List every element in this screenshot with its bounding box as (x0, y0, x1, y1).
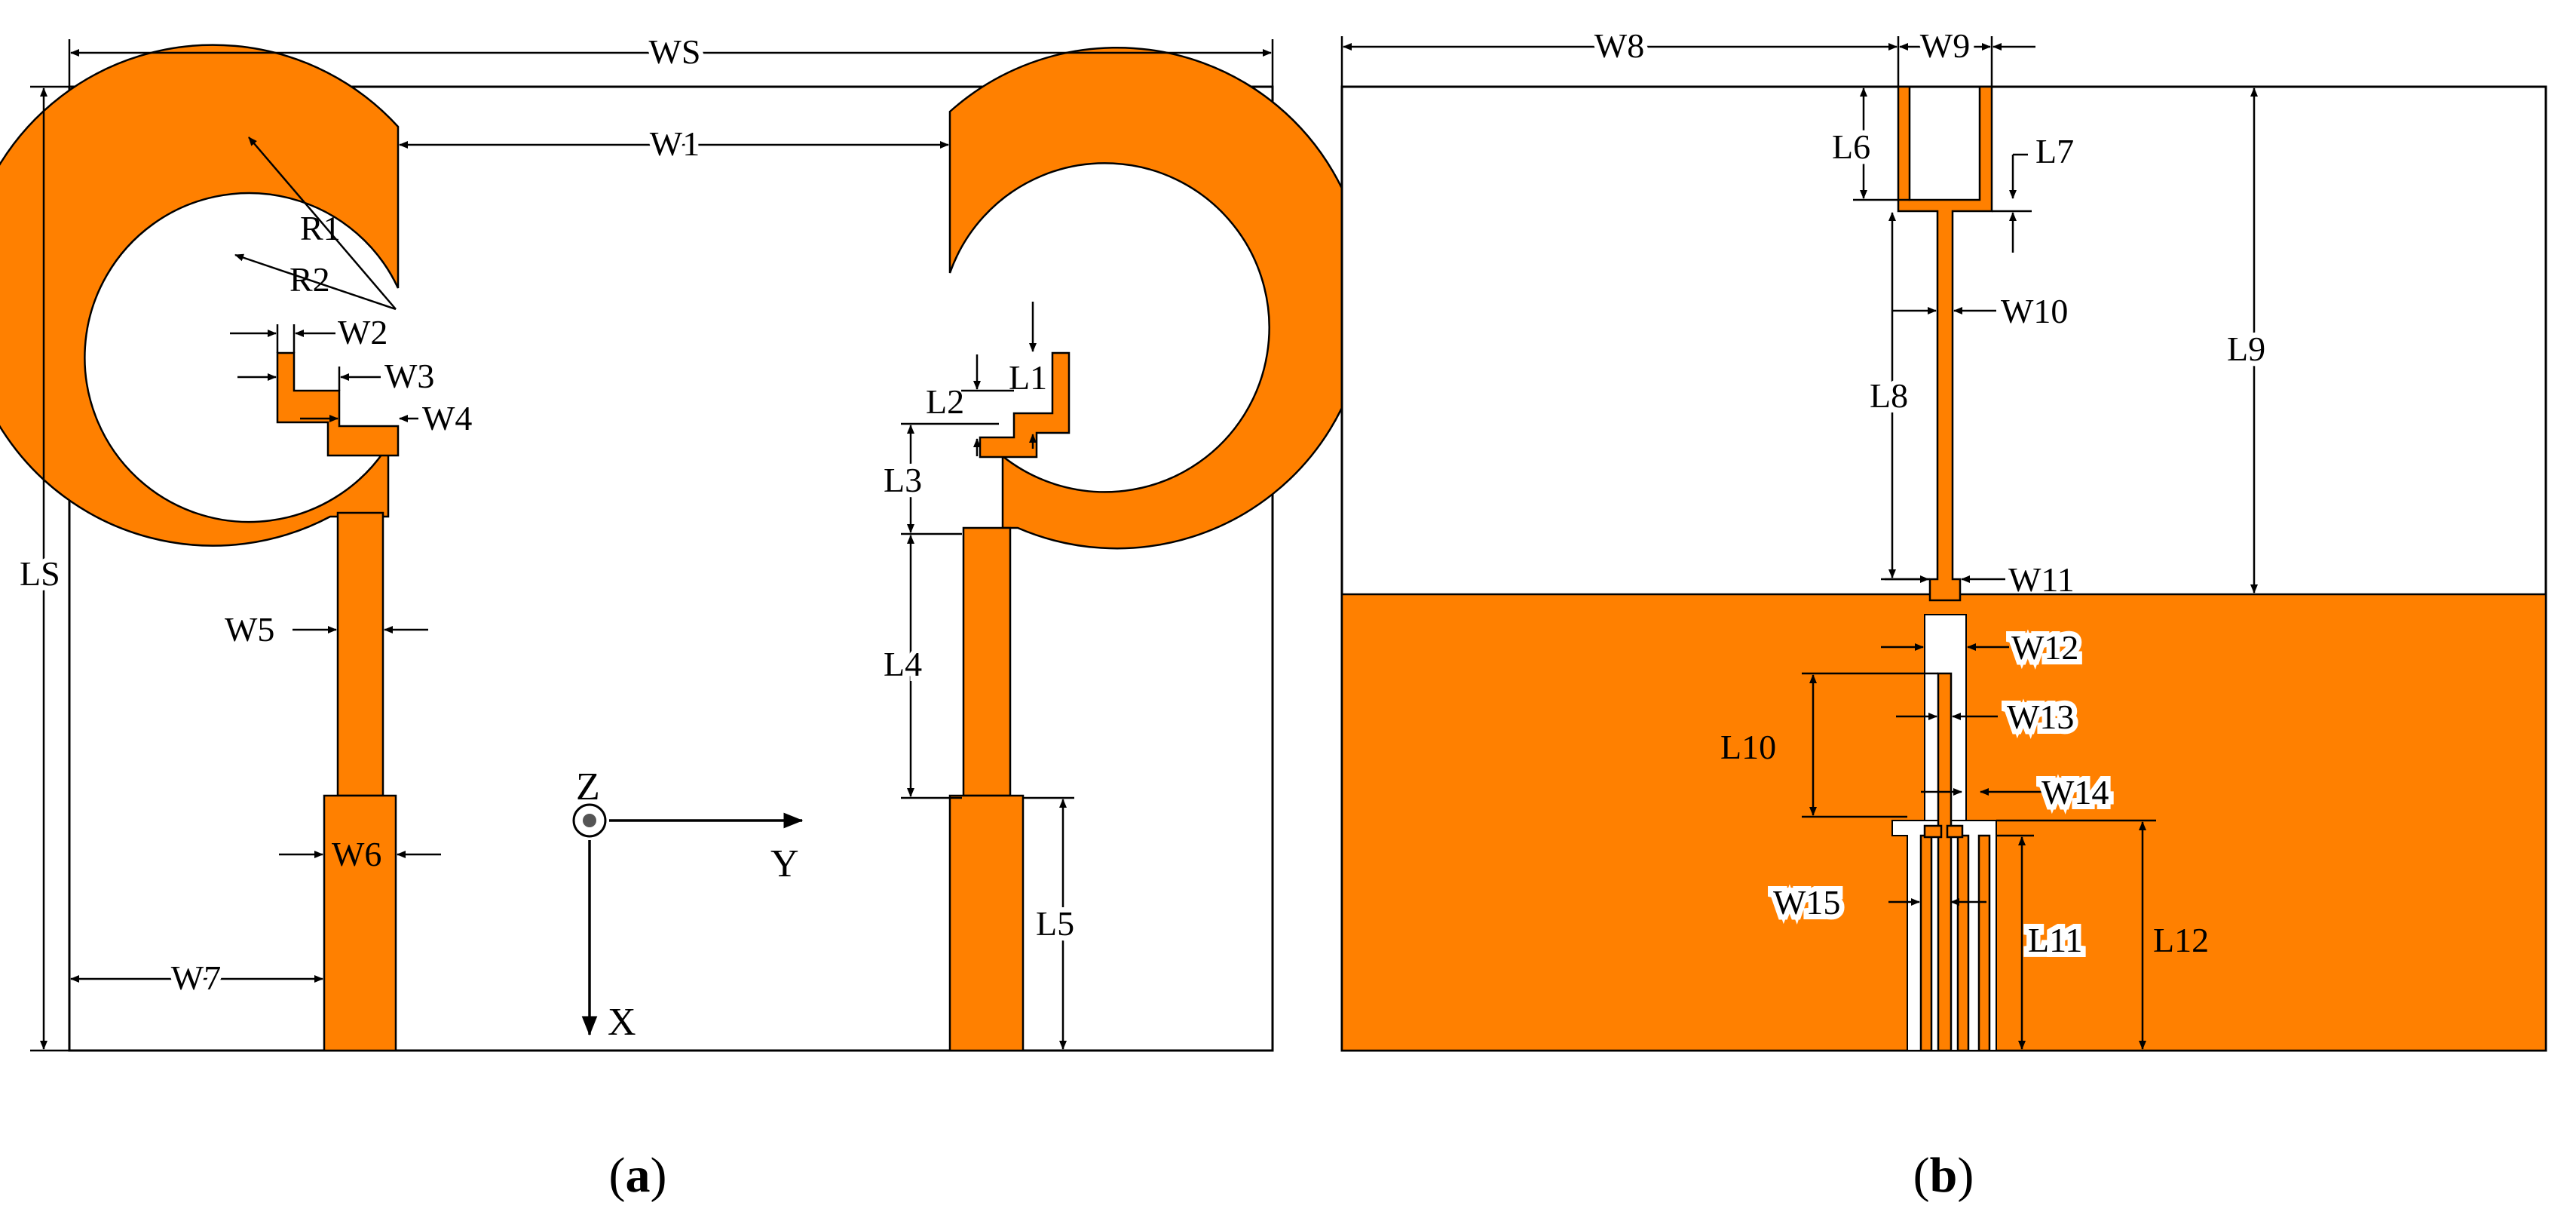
axis-label-x: X (608, 1001, 636, 1044)
label-w6: W6 (332, 835, 381, 873)
label-w4: W4 (422, 399, 472, 437)
ground-strip-6 (1923, 824, 1943, 839)
label-l6: L6 (1832, 127, 1870, 166)
label-w5: W5 (225, 610, 274, 649)
panel-a: WS LS W1 R1 R2 W2 W3 W4 W5 (0, 27, 1368, 1203)
label-ls: LS (20, 554, 60, 593)
label-l2: L2 (926, 382, 964, 421)
right-feed-wide (948, 794, 1025, 1052)
panel-b: W8 W9 L6 L7 W10 L8 L9 W11 (1340, 21, 2547, 1203)
label-w7: W7 (171, 959, 221, 997)
label-w9: W9 (1920, 26, 1970, 65)
label-w15: W15 (1773, 883, 1840, 922)
label-l11: L11 (2028, 921, 2082, 959)
label-w11: W11 (2008, 560, 2075, 599)
label-w1: W1 (650, 124, 700, 163)
right-inner-stub (979, 351, 1071, 459)
label-l3: L3 (884, 461, 922, 499)
right-ring (948, 46, 1368, 550)
label-l10: L10 (1720, 728, 1776, 766)
left-ring (0, 44, 400, 547)
substrate-board-a (68, 85, 1274, 1052)
label-l1: L1 (1009, 358, 1047, 397)
left-feed-wide (323, 794, 397, 1052)
label-w14: W14 (2042, 773, 2109, 811)
left-feed-narrow (336, 511, 384, 797)
z-axis-dot (583, 814, 596, 827)
label-l8: L8 (1870, 376, 1908, 415)
left-inner-stub (276, 351, 400, 457)
label-w12: W12 (2011, 628, 2078, 667)
ground-strip-4 (1977, 834, 1991, 1052)
axis-label-z: Z (576, 765, 600, 808)
ground-strip-1 (1937, 672, 1953, 1052)
label-w8: W8 (1594, 26, 1644, 65)
caption-b: (b) (1913, 1148, 1974, 1203)
right-dipole-arm (948, 46, 1368, 1052)
label-l12: L12 (2153, 921, 2209, 959)
axis-label-y: Y (770, 842, 799, 885)
ground-strip-2 (1919, 834, 1933, 1052)
label-l5: L5 (1036, 904, 1074, 943)
right-feed-narrow (962, 526, 1012, 797)
label-ws: WS (649, 32, 701, 71)
label-l7: L7 (2035, 132, 2074, 170)
coordinate-axes: Z Y X (572, 765, 804, 1044)
ground-strip-5 (1946, 824, 1964, 839)
top-u-feed (1897, 85, 1993, 602)
label-w2: W2 (338, 313, 387, 351)
left-dipole-arm (0, 44, 400, 1052)
ground-strip-3 (1956, 834, 1970, 1052)
label-w3: W3 (384, 357, 434, 395)
caption-a: (a) (609, 1148, 667, 1203)
label-r1: R1 (300, 209, 341, 247)
label-r2: R2 (289, 260, 330, 299)
label-w13: W13 (2007, 698, 2074, 736)
label-l4: L4 (884, 645, 922, 683)
label-l9: L9 (2227, 330, 2265, 368)
label-w10: W10 (2001, 292, 2068, 330)
